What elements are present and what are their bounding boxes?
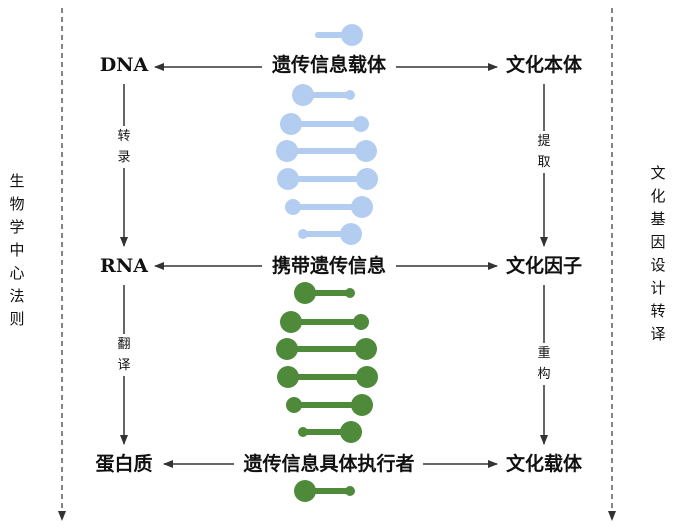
helix-graphic [276, 24, 378, 502]
dna-node: DNA [96, 54, 152, 76]
translation-label: 翻译 [115, 334, 133, 376]
transcription-label: 转录 [115, 126, 133, 168]
center-middle-node: 携带遗传信息 [268, 255, 390, 277]
helix-rung [294, 480, 355, 502]
helix-rung [276, 338, 377, 360]
rna-node: RNA [97, 255, 151, 277]
helix-rung [298, 223, 362, 245]
center-top-node: 遗传信息载体 [268, 54, 390, 76]
helix-rung [294, 282, 355, 304]
center-bottom-node: 遗传信息具体执行者 [240, 453, 418, 475]
cultural-gene-design-label: 文化基因设计转译 [650, 164, 666, 343]
protein-node: 蛋白质 [92, 453, 156, 475]
helix-rung [276, 140, 377, 162]
helix-rung [277, 168, 378, 190]
extraction-label: 提取 [535, 131, 553, 173]
helix-rung [315, 24, 363, 46]
culture-factor-node: 文化因子 [502, 255, 586, 277]
culture-carrier-node: 文化载体 [502, 453, 586, 475]
helix-rung [285, 196, 373, 218]
helix-rung [280, 113, 369, 135]
culture-ontology-node: 文化本体 [502, 54, 586, 76]
central-dogma-label: 生物学中心法则 [9, 172, 25, 328]
helix-rung [277, 366, 378, 388]
reconstruction-label: 重构 [535, 343, 553, 385]
helix-rung [298, 421, 362, 443]
helix-rung [292, 84, 355, 106]
helix-rung [286, 394, 373, 416]
helix-rung [280, 311, 369, 333]
